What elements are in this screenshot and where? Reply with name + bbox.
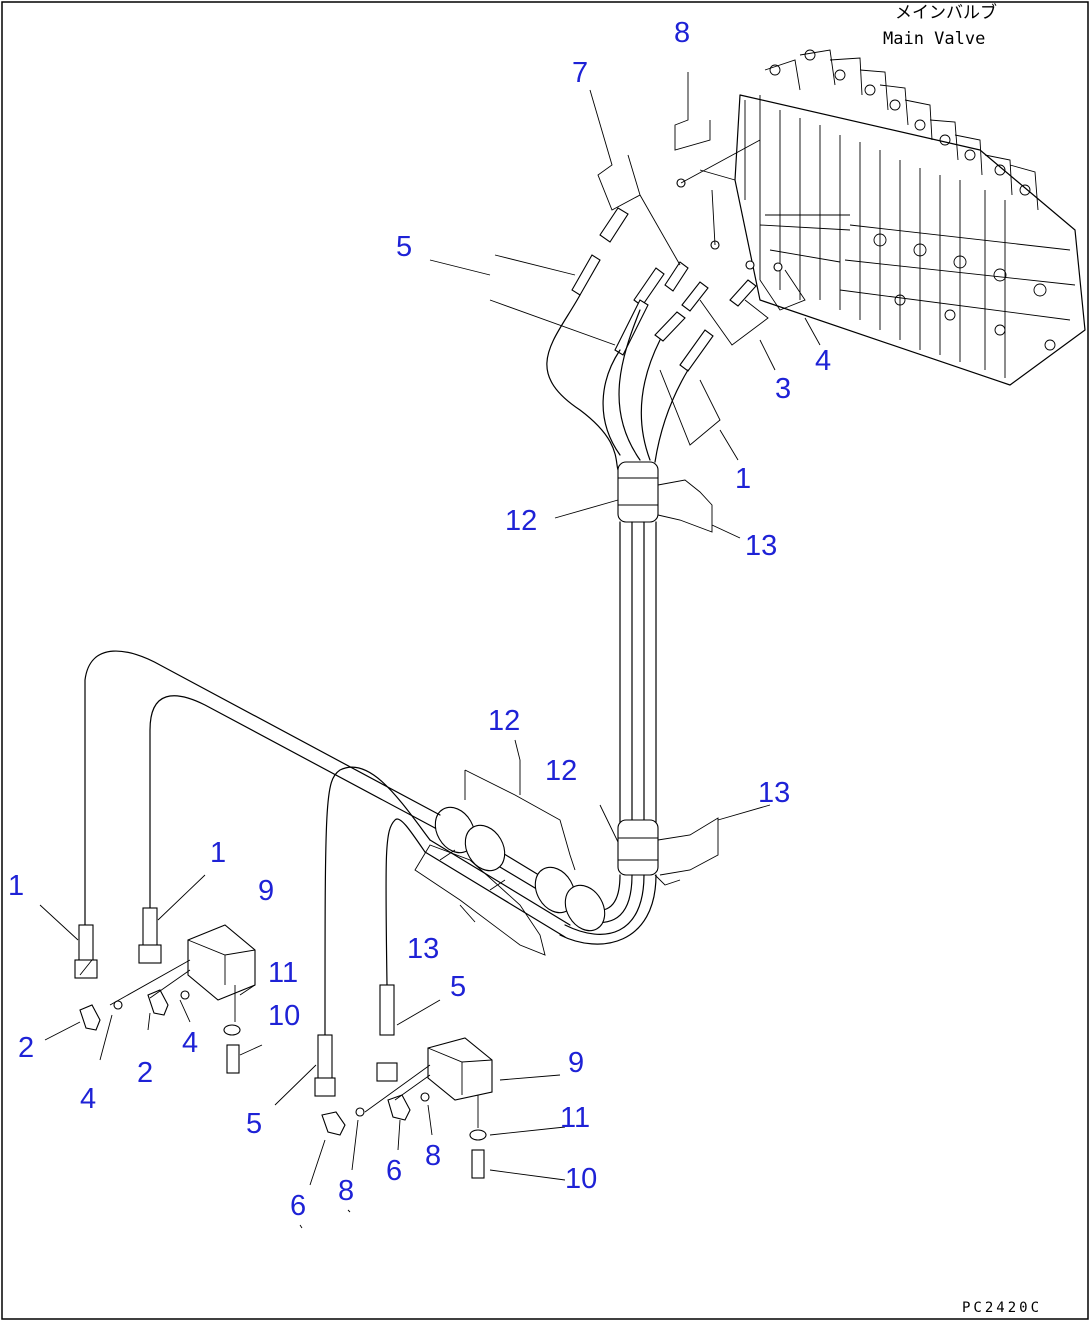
callout-10-right: 10 bbox=[565, 1163, 597, 1195]
callout-13-upper: 13 bbox=[745, 530, 777, 562]
callout-12-mid: 12 bbox=[488, 705, 520, 737]
left-fitting-group bbox=[39, 874, 263, 1074]
callout-10-left: 10 bbox=[268, 1000, 300, 1032]
callout-12-right: 12 bbox=[545, 755, 577, 787]
upper-hose-fittings bbox=[571, 207, 757, 372]
callout-8-right: 8 bbox=[425, 1140, 441, 1172]
callout-4-left: 4 bbox=[80, 1083, 96, 1115]
diagonal-clamps bbox=[414, 739, 606, 956]
upper-clamp bbox=[554, 461, 741, 539]
long-hoses bbox=[84, 650, 441, 1036]
callout-1-top: 1 bbox=[735, 463, 751, 495]
upper-hoses bbox=[546, 294, 689, 471]
callout-11-left: 11 bbox=[268, 957, 298, 989]
callout-12-upper: 12 bbox=[505, 505, 537, 537]
callout-4-top: 4 bbox=[815, 345, 831, 377]
callout-7: 7 bbox=[572, 57, 588, 89]
lower-right-clamp bbox=[599, 804, 771, 886]
callout-6-left: 6 bbox=[290, 1190, 306, 1222]
upper-leaders bbox=[429, 72, 821, 461]
title-japanese: メインバルブ bbox=[895, 2, 997, 23]
callout-3: 3 bbox=[775, 373, 791, 405]
callout-5-top: 5 bbox=[396, 231, 412, 263]
callout-1-left: 1 bbox=[8, 870, 24, 902]
callout-6-mid: 6 bbox=[386, 1155, 402, 1187]
callout-5-right: 5 bbox=[450, 971, 466, 1003]
callout-2-mid: 2 bbox=[137, 1057, 153, 1089]
callout-2-left: 2 bbox=[18, 1032, 34, 1064]
title-english: Main Valve bbox=[883, 29, 985, 49]
callout-8-left: 8 bbox=[338, 1175, 354, 1207]
callout-1-mid: 1 bbox=[210, 837, 226, 869]
callout-4-right: 4 bbox=[182, 1027, 198, 1059]
valve-port-leaders bbox=[680, 139, 761, 246]
callout-13-lower: 13 bbox=[407, 933, 439, 965]
callout-8-top: 8 bbox=[674, 17, 690, 49]
callout-5-left: 5 bbox=[246, 1108, 262, 1140]
main-valve-block bbox=[699, 49, 1086, 386]
vertical-hose-bundle bbox=[619, 521, 657, 826]
callout-9-right: 9 bbox=[568, 1047, 584, 1079]
lower-fitting-group bbox=[274, 984, 566, 1229]
drawing-code: PC2420C bbox=[962, 1300, 1042, 1316]
callout-13-right: 13 bbox=[758, 777, 790, 809]
callout-9-left: 9 bbox=[258, 875, 274, 907]
callout-11-right: 11 bbox=[560, 1102, 590, 1134]
